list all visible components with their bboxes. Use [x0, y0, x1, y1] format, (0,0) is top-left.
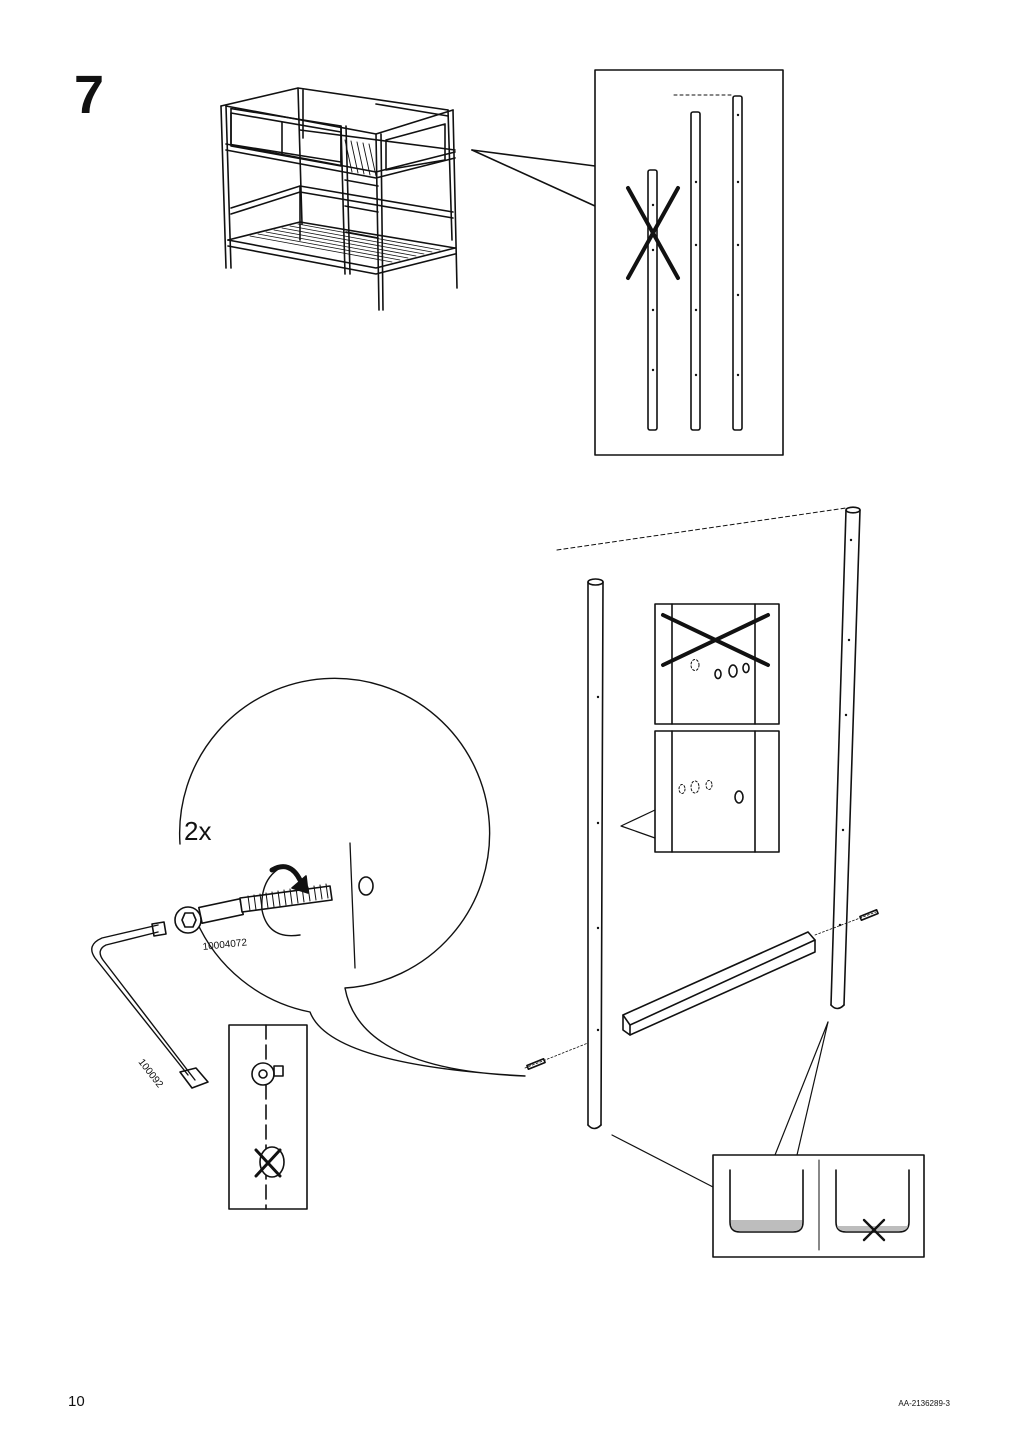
- bolt-head-correct-icon: [251, 1062, 284, 1086]
- bolt-callout-circle: [178, 677, 526, 1077]
- page-number: 10: [68, 1393, 85, 1410]
- bunk-bed-icon: [220, 87, 458, 311]
- document-id: AA-2136289-3: [898, 1399, 950, 1408]
- quantity-label: 2x: [184, 816, 211, 846]
- cross-mark-icon: [626, 186, 680, 280]
- right-post-icon: [830, 506, 861, 1010]
- key-part-number: 100092: [136, 1057, 165, 1090]
- bolt-head-box: [228, 1024, 308, 1210]
- post-comparison-box: [594, 69, 784, 456]
- bolt-head-wrong-icon: [254, 1146, 285, 1178]
- post-comparison-icon: [647, 95, 743, 431]
- bolt-small-right-icon: [814, 908, 879, 936]
- allen-key-icon: [91, 921, 209, 1089]
- bolt-small-left-icon: [524, 1042, 589, 1071]
- foot-cap-correct-icon: [729, 1169, 804, 1233]
- hole-wrong-box: [654, 603, 780, 725]
- cross-mark-icon: [661, 613, 770, 667]
- bolt-icon: [174, 864, 333, 937]
- foot-cap-wrong-icon: [835, 1169, 910, 1242]
- bolt-part-number: 10004072: [202, 937, 248, 953]
- left-post-icon: [587, 578, 604, 1130]
- callout-pointer: [471, 149, 596, 167]
- step-number: 7: [74, 65, 105, 125]
- rail-icon: [622, 931, 816, 1036]
- hole-correct-box: [654, 730, 780, 853]
